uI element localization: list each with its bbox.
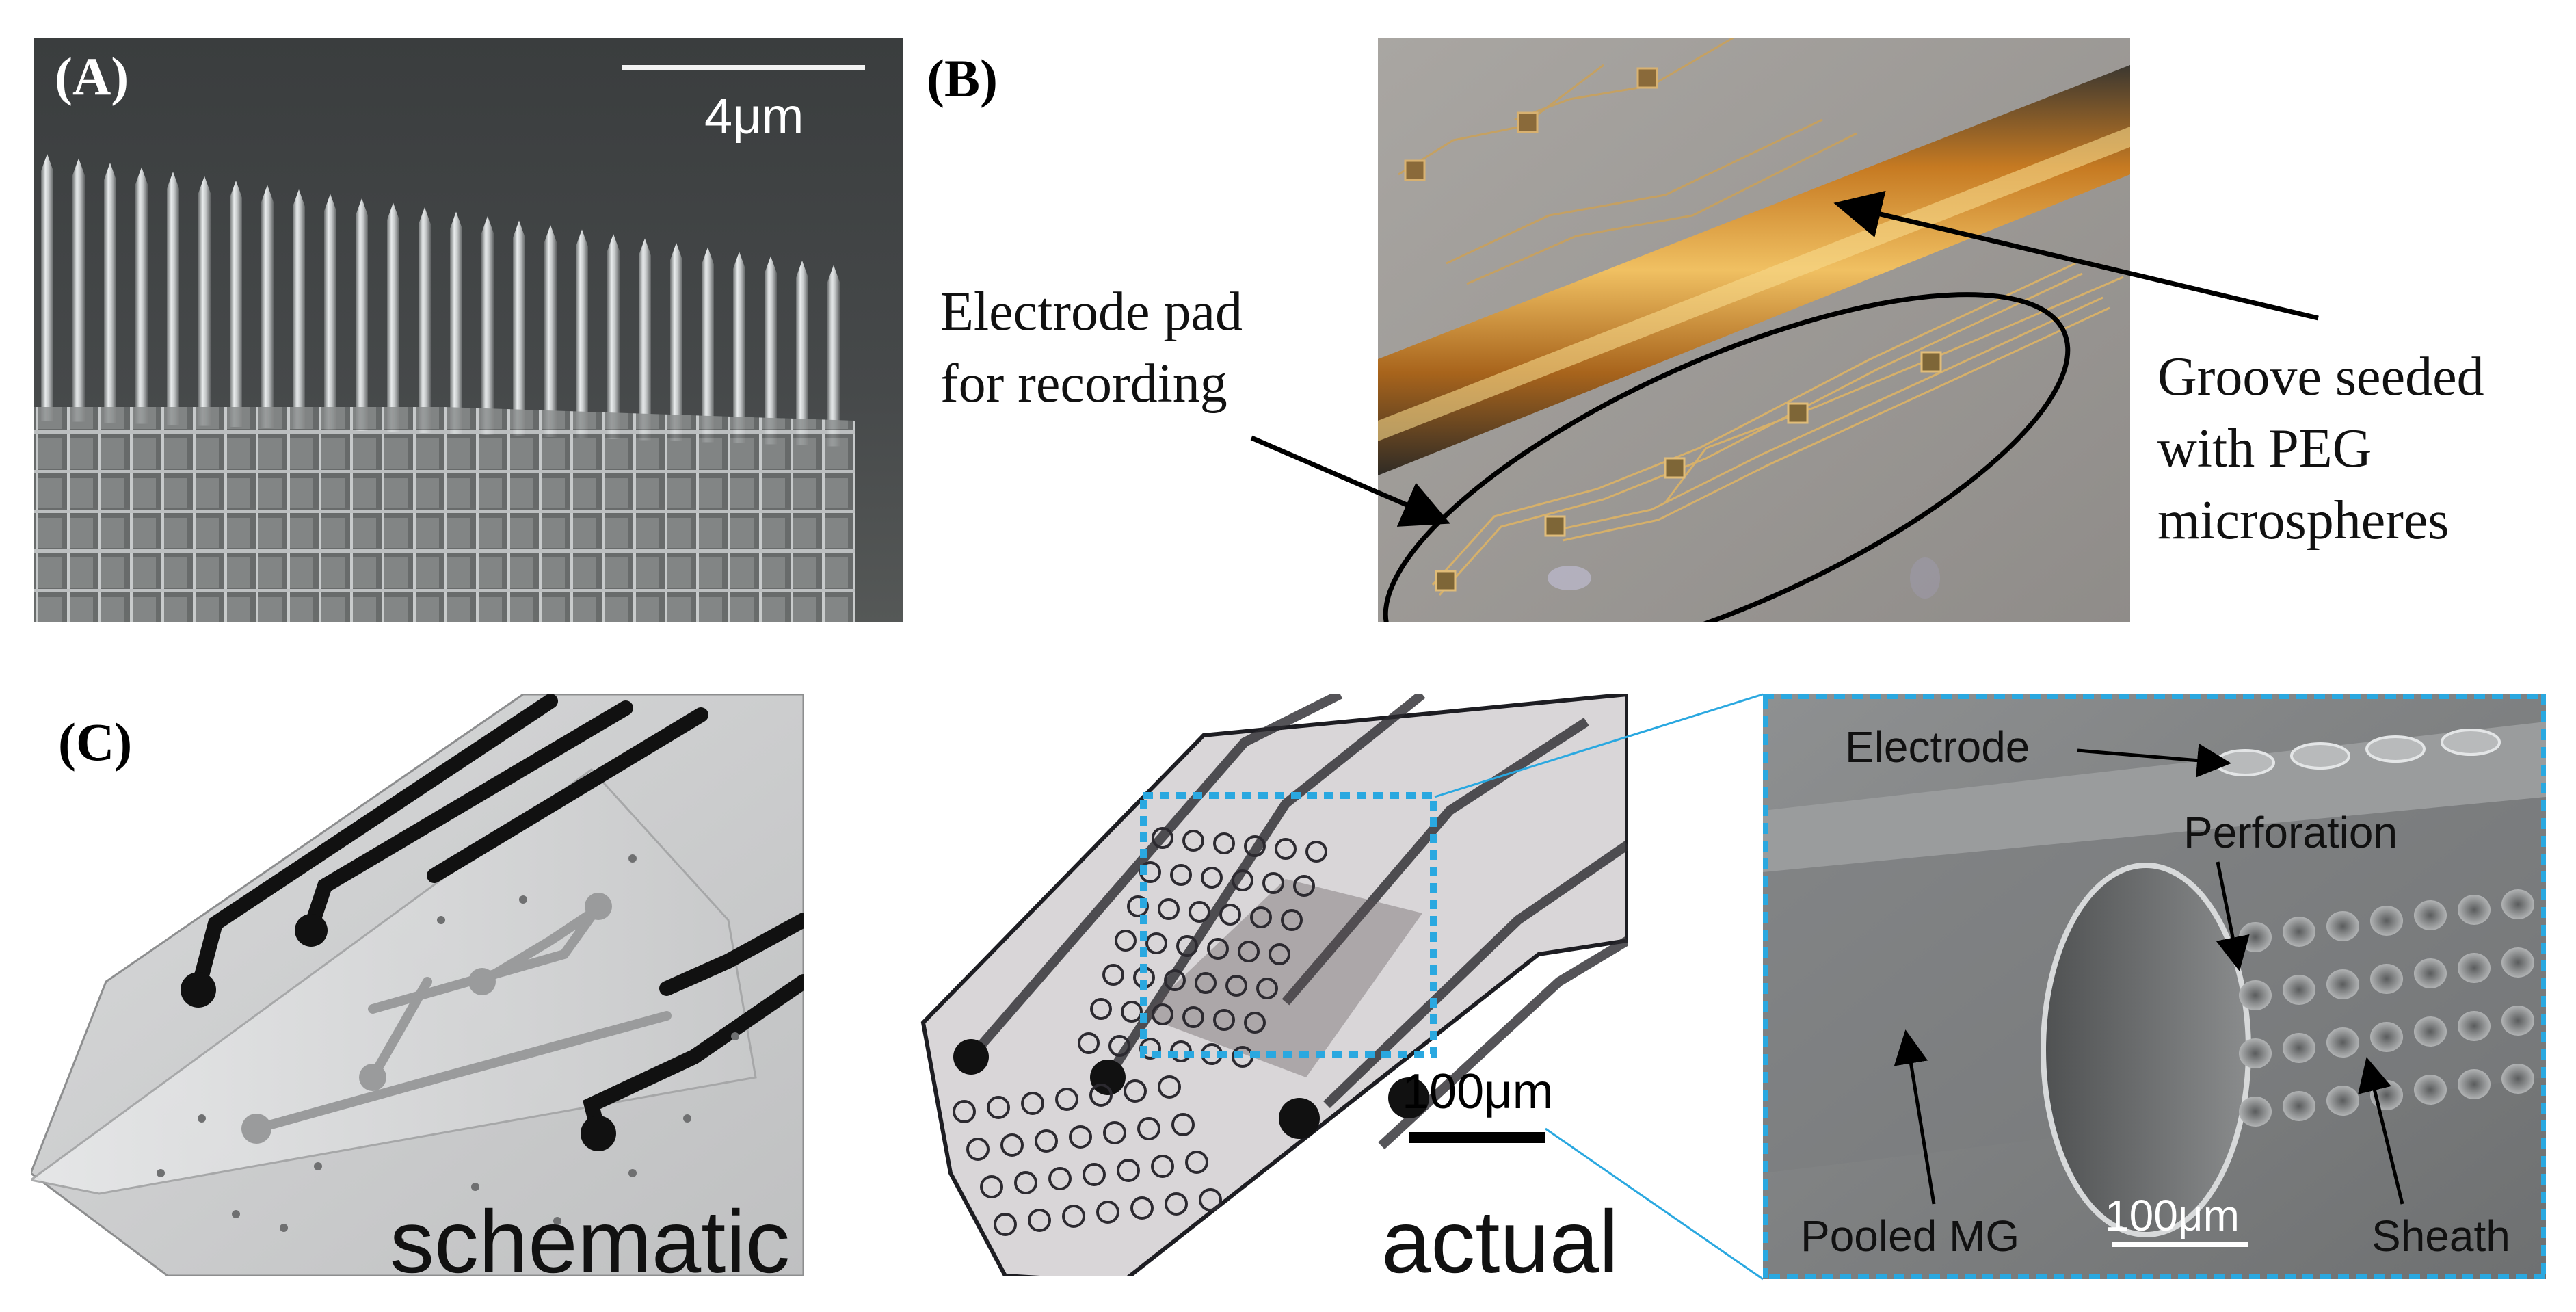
sem-inset: Electrode Perforation Pooled MG Sheath 1… [1763, 694, 2546, 1279]
actual-caption: actual [1381, 1192, 1619, 1291]
actual-scale-bar-line [1409, 1132, 1545, 1143]
inset-sheath-label: Sheath [2372, 1211, 2510, 1261]
groove-label-line3: microspheres [2157, 490, 2449, 551]
schematic-image [31, 694, 804, 1276]
inset-perforation-label: Perforation [2183, 808, 2398, 857]
panel-label-c: (C) [58, 712, 133, 772]
scale-bar-line [622, 65, 865, 70]
groove-micrograph [1378, 38, 2130, 622]
sem-needle-array-image [34, 38, 903, 622]
panel-b-image [1378, 38, 2130, 622]
scale-bar-label-a: 4μm [704, 88, 804, 144]
roi-dotted-box [1140, 792, 1437, 1058]
panel-a: (A) 4μm [34, 38, 903, 622]
inset-scale-bar-line [2112, 1242, 2248, 1247]
schematic-caption: schematic [390, 1192, 791, 1291]
panel-label-b: (B) [927, 49, 998, 108]
electrode-pad-label-line1: Electrode pad [940, 282, 1243, 342]
inset-electrode-label: Electrode [1845, 722, 2030, 772]
inset-arrows [1894, 743, 2404, 1247]
panel-label-a: (A) [55, 47, 129, 106]
actual-image [903, 694, 1628, 1276]
groove-label-line1: Groove seeded [2157, 347, 2484, 407]
actual-scale-bar-label: 100μm [1402, 1064, 1554, 1119]
inset-scale-label: 100μm [2105, 1191, 2240, 1240]
electrode-pad-label-line2: for recording [940, 354, 1227, 414]
inset-pooled-mg-label: Pooled MG [1801, 1211, 2020, 1261]
groove-label-line2: with PEG [2157, 419, 2372, 479]
